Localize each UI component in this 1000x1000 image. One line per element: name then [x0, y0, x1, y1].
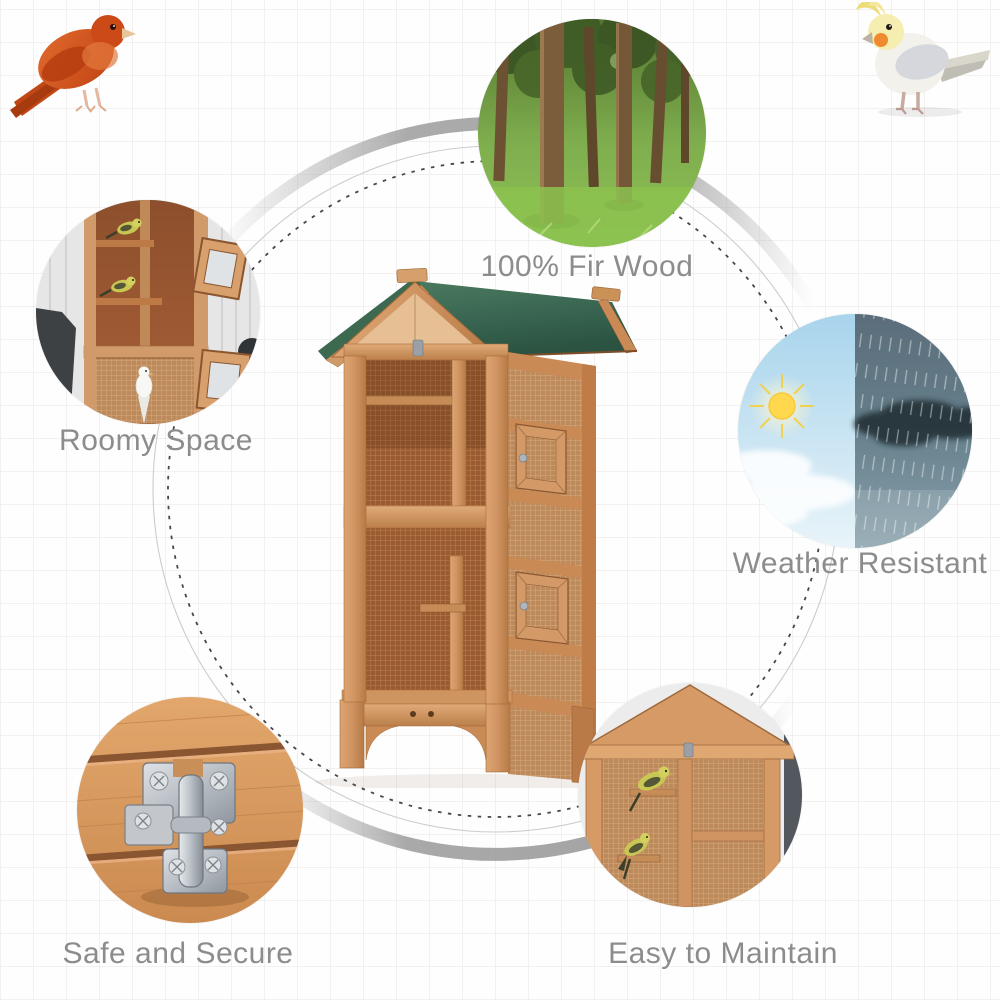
bird-in-cage-2: [99, 276, 136, 298]
feature-label-fir-wood: 100% Fir Wood: [480, 250, 694, 283]
bird-in-cage-1: [105, 218, 142, 240]
canary-image: [10, 15, 136, 118]
product-image-bird-cage: [315, 267, 638, 788]
open-door-upper: [192, 236, 250, 301]
feature-image-weather-resistant: [738, 314, 972, 548]
feature-image-safe-secure: [77, 697, 303, 923]
feature-label-easy-maintain: Easy to Maintain: [608, 937, 838, 970]
feature-image-roomy-space: [36, 200, 260, 424]
bird-on-perch-1: [628, 766, 675, 812]
white-bird-in-cage: [135, 366, 154, 424]
cockatiel-image: [856, 2, 990, 117]
feature-image-easy-maintain: [578, 683, 802, 907]
latch-hardware: [124, 759, 236, 894]
bird-on-perch-2: [618, 833, 650, 880]
feature-image-fir-wood: [478, 19, 706, 247]
feature-label-weather-resistant: Weather Resistant: [732, 547, 988, 580]
feature-label-roomy-space: Roomy Space: [59, 424, 253, 457]
feature-label-safe-secure: Safe and Secure: [62, 937, 294, 970]
side-door-lower: [515, 571, 569, 645]
side-door-upper: [515, 423, 567, 495]
